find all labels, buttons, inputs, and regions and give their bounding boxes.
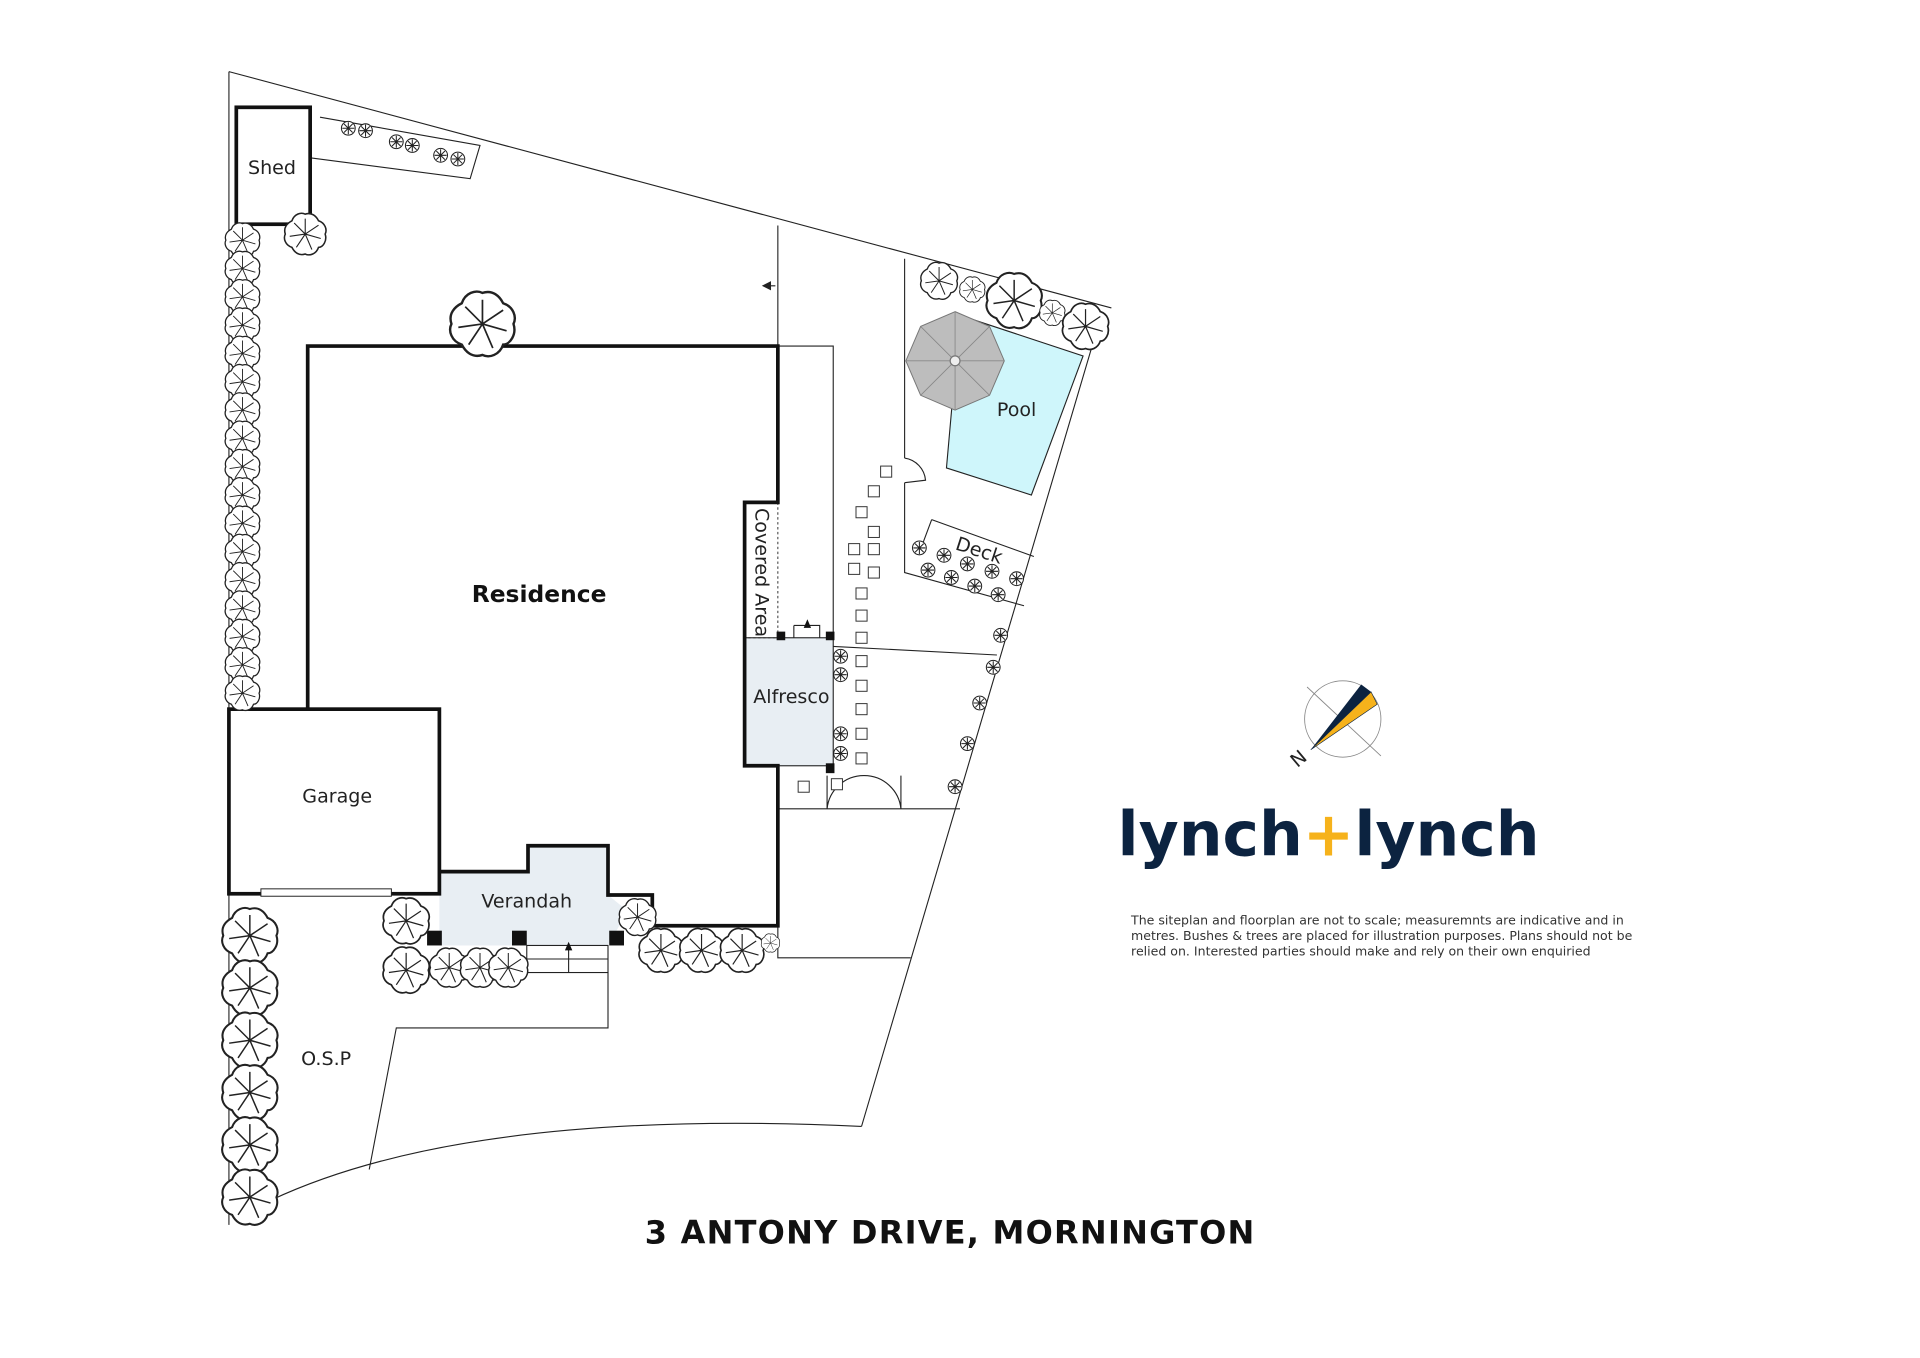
hedge-tree-icon [224, 675, 261, 712]
stepping-stone [867, 543, 880, 556]
shed [234, 105, 312, 227]
tree-icon [1061, 302, 1110, 351]
bush-icon [920, 562, 936, 578]
bush-icon [388, 134, 404, 150]
bush-icon [833, 726, 849, 742]
bush-icon [1009, 571, 1025, 587]
garage-door [260, 888, 392, 897]
bush-icon [959, 736, 975, 752]
bush-icon [967, 578, 983, 594]
bush-icon [433, 147, 449, 163]
verandah-label: Verandah [481, 890, 572, 912]
site-boundary [228, 71, 1112, 1225]
vegetation [221, 120, 1110, 1226]
bush-icon [993, 627, 1009, 643]
umbrella-icon [905, 311, 1005, 411]
stepping-stone [867, 525, 880, 538]
shed-label: Shed [248, 157, 296, 179]
tree-icon [719, 927, 765, 974]
stepping-stone [855, 703, 868, 716]
tree-icon [221, 1168, 279, 1226]
stepping-stone [848, 562, 861, 575]
tree-icon [221, 1116, 279, 1174]
alfresco-label: Alfresco [753, 686, 829, 708]
bush-icon [911, 540, 927, 556]
bush-icon [404, 138, 420, 153]
tree-icon [1039, 299, 1066, 327]
tree-icon [221, 1011, 279, 1069]
bush-icon [936, 547, 952, 563]
tree-icon [487, 947, 529, 988]
disclaimer: The siteplan and floorplan are not to sc… [1130, 913, 1636, 959]
tree-icon [382, 896, 431, 945]
tree-icon [678, 927, 725, 974]
stepping-stone [855, 587, 868, 600]
residence-label: Residence [472, 580, 607, 608]
tree-icon [985, 271, 1043, 330]
stepping-stone [855, 727, 868, 740]
tree-icon [283, 212, 327, 256]
garage-label: Garage [302, 786, 372, 808]
north-label: N [1286, 746, 1311, 772]
bush-icon [943, 570, 959, 585]
tree-icon [382, 946, 431, 995]
tree-icon [221, 906, 279, 965]
alfresco-area [744, 637, 834, 767]
page-title: 3 ANTONY DRIVE, MORNINGTON [645, 1213, 1256, 1251]
pool-label: Pool [997, 399, 1036, 421]
bush-icon [985, 659, 1001, 675]
bush-icon [833, 648, 849, 664]
brand-logo: lynch+lynch [1118, 799, 1540, 871]
stepping-stone [855, 609, 868, 622]
stepping-stone [880, 465, 893, 478]
bush-icon [972, 695, 988, 711]
stepping-stone [855, 752, 868, 765]
tree-icon [919, 261, 959, 300]
bush-icon [990, 587, 1006, 603]
stepping-stone [855, 655, 868, 668]
stepping-stone [848, 543, 861, 556]
stepping-stone [830, 778, 843, 791]
stepping-stone [855, 679, 868, 692]
bush-icon [833, 746, 849, 761]
residence [305, 344, 780, 928]
stepping-stone [797, 780, 810, 793]
bush-icon [358, 123, 373, 139]
north-compass-icon: N [1286, 680, 1382, 772]
osp-label: O.S.P [301, 1048, 351, 1070]
tree-icon [959, 276, 986, 303]
stepping-stone [867, 566, 880, 579]
verandah-area [439, 845, 628, 946]
tree-icon [221, 1063, 279, 1122]
arrow-icon [761, 281, 776, 291]
stepping-stone [855, 506, 868, 519]
tree-icon [221, 959, 279, 1017]
bush-icon [450, 151, 466, 167]
stepping-stones [797, 465, 893, 793]
bush-icon [833, 667, 849, 683]
bush-icon [340, 120, 356, 136]
covered-area-label: Covered Area [751, 508, 773, 637]
tree-icon [638, 927, 684, 974]
bush-icon [947, 779, 963, 795]
stepping-stone [855, 631, 868, 644]
stepping-stone [867, 485, 880, 498]
